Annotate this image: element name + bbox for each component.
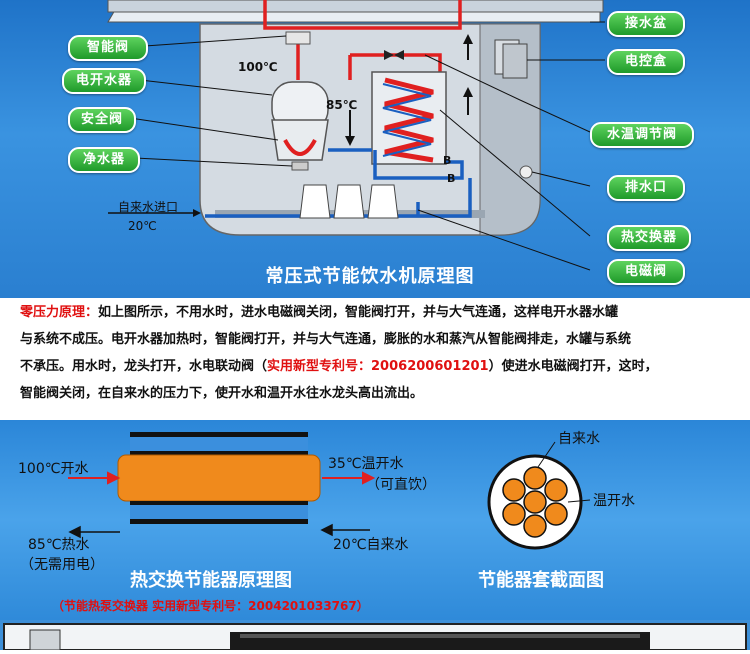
product-photo-edge bbox=[0, 620, 750, 651]
label-cross-warm: 温开水 bbox=[593, 493, 635, 509]
cross-section-tubes bbox=[502, 466, 568, 538]
machine-schematic bbox=[107, 0, 605, 271]
label-85-hot: 85℃热水 bbox=[28, 537, 90, 553]
heat-exchanger-title: 热交换节能器原理图 bbox=[130, 570, 292, 591]
label-35-drinkable: （可直饮） bbox=[366, 477, 436, 493]
bottom-diagram-panel: 100℃开水 35℃温开水 （可直饮） 85℃热水 （无需用电） 20℃自来水 … bbox=[0, 420, 750, 620]
label-drain: 排水口 bbox=[607, 175, 685, 201]
label-35-warm: 35℃温开水 bbox=[328, 456, 404, 472]
label-85-no-power: （无需用电） bbox=[20, 557, 104, 573]
principle-line-2: 与系统不成压。电开水器加热时，智能阀打开，并与大气连通，膨胀的水和蒸汽从智能阀排… bbox=[20, 332, 632, 347]
basin-rim bbox=[107, 0, 604, 13]
water-filters bbox=[299, 184, 399, 219]
label-smart-valve: 智能阀 bbox=[68, 35, 148, 61]
drain-port bbox=[519, 165, 533, 179]
marker-b-lower: B bbox=[447, 172, 456, 185]
label-water-purifier: 净水器 bbox=[68, 147, 140, 173]
cross-section-title: 节能器套截面图 bbox=[478, 570, 604, 591]
label-basin: 接水盆 bbox=[607, 11, 685, 37]
hot-pipes bbox=[263, 0, 462, 80]
label-control-box: 电控盒 bbox=[607, 49, 685, 75]
hot-flow-arrows bbox=[68, 471, 376, 485]
inlet-label: 自来水进口 bbox=[118, 200, 179, 214]
heat-exchanger-schematic bbox=[68, 432, 591, 550]
hot-core bbox=[117, 454, 321, 502]
label-temp-valve: 水温调节阀 bbox=[590, 122, 694, 148]
cross-section-leaders bbox=[537, 441, 591, 503]
patent-number-2: （节能热泵交换器 实用新型专利号：2004201033767） bbox=[52, 599, 369, 613]
label-20-tap: 20℃自来水 bbox=[333, 537, 409, 553]
cold-flow-arrows bbox=[68, 523, 370, 539]
flow-arrows bbox=[108, 34, 473, 217]
label-electric-boiler: 电开水器 bbox=[62, 68, 146, 94]
principle-line-4: 智能阀关闭，在自来水的压力下，使开水和温开水往水龙头高出流出。 bbox=[20, 386, 424, 401]
marker-b-upper: B bbox=[443, 154, 452, 167]
temp-85-label: 85℃ bbox=[326, 98, 358, 112]
product-photo-strip bbox=[0, 620, 750, 651]
label-safety-valve: 安全阀 bbox=[68, 107, 136, 133]
label-solenoid-valve: 电磁阀 bbox=[607, 259, 685, 285]
label-cross-cold: 自来水 bbox=[558, 431, 600, 447]
label-heat-exchanger: 热交换器 bbox=[607, 225, 691, 251]
principle-line-1: 零压力原理：如上图所示，不用水时，进水电磁阀关闭，智能阀打开，并与大气连通，这样… bbox=[20, 305, 619, 320]
principle-heading: 零压力原理： bbox=[20, 305, 99, 320]
principle-section: 零压力原理：如上图所示，不用水时，进水电磁阀关闭，智能阀打开，并与大气连通，这样… bbox=[0, 298, 750, 420]
label-100-boiling: 100℃开水 bbox=[18, 461, 89, 477]
exchanger-coil bbox=[382, 77, 434, 163]
leader-lines bbox=[129, 21, 605, 271]
principle-line-3: 不承压。用水时，龙头打开，水电联动阀（实用新型专利号：2006200601201… bbox=[20, 359, 658, 374]
temp-100-label: 100℃ bbox=[238, 60, 278, 74]
inlet-temp-label: 20℃ bbox=[128, 219, 157, 233]
diagram-title: 常压式节能饮水机原理图 bbox=[265, 266, 475, 287]
top-diagram-panel: 智能阀 电开水器 安全阀 净水器 接水盆 电控盒 水温调节阀 排水口 热交换器 … bbox=[0, 0, 750, 298]
patent-number-1: 实用新型专利号：2006200601201 bbox=[267, 359, 489, 374]
smart-valve bbox=[285, 31, 311, 45]
